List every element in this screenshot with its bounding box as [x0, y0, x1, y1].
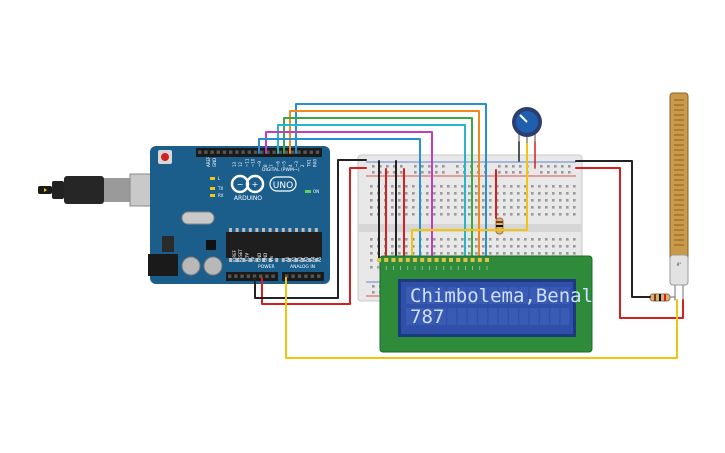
analog-pin-label: A2: [298, 256, 303, 262]
analog-header: [282, 272, 324, 281]
power-pin-label: Vin: [269, 255, 274, 262]
potentiometer[interactable]: [512, 107, 542, 144]
power-label: POWER: [258, 264, 275, 270]
wire-purple-d12: [265, 131, 433, 259]
atmega-chip: [226, 232, 322, 258]
lcd-line-1: Chimbolema,Benal: [410, 285, 593, 307]
power-pin-label: 5V: [251, 256, 256, 262]
digital-pin-label: 7: [269, 164, 274, 167]
arduino-uno-board[interactable]: − + ARDUINO UNO DIGITAL (PWM~) L TX RX O…: [148, 146, 330, 284]
digital-pin-label: RX0: [313, 158, 318, 167]
wire-red-5v: [261, 167, 367, 305]
wire-green-d5: [283, 117, 473, 259]
digital-pin-label: ~3: [294, 161, 299, 167]
power-pin-label: IOREF: [232, 249, 237, 262]
power-pin-label: GND: [257, 253, 262, 262]
digital-pin-label: 12: [238, 161, 243, 167]
l-led-label: L: [218, 176, 221, 181]
analog-in-label: ANALOG IN: [290, 264, 315, 270]
wire-blue-d7: [295, 103, 487, 259]
resistor-backlight: [495, 217, 504, 235]
digital-pin-label: ~5: [282, 161, 287, 167]
l-led: [210, 177, 215, 180]
digital-pin-label: 2: [300, 164, 305, 167]
arduino-brand-label: ARDUINO: [234, 195, 263, 202]
analog-pin-label: A4: [311, 256, 316, 262]
usb-cable: [38, 173, 165, 207]
power-pin-label: RESET: [238, 249, 243, 262]
header-pin-label: AREF: [206, 156, 211, 167]
lcd-16x2-module[interactable]: Chimbolema,Benal 787: [377, 255, 593, 353]
arduino-model-label: UNO: [273, 181, 293, 191]
digital-pin-label: ~10: [251, 158, 256, 167]
digital-pin-label: ~11: [244, 158, 249, 167]
wire-resistor-flex: [669, 296, 676, 301]
analog-pin-label: A1: [291, 256, 296, 262]
arduino-logo: − +: [230, 174, 265, 194]
digital-pin-label: 4: [288, 164, 293, 167]
digital-pin-label: TX1: [306, 159, 311, 168]
wire-yellow-contrast: [411, 143, 528, 259]
wire-black-flex: [575, 160, 651, 298]
wire-blue-d11: [258, 138, 421, 259]
analog-pin-label: A3: [304, 256, 309, 262]
digital-pin-label: 13: [232, 161, 237, 167]
digital-pin-label: 8: [263, 164, 268, 167]
svg-text:−: −: [237, 180, 244, 189]
tx-led: [210, 187, 215, 190]
tx-led-label: TX: [217, 186, 223, 191]
svg-text:θ°: θ°: [677, 262, 681, 267]
rx-led: [210, 194, 215, 197]
power-pin-label: 3.3V: [244, 253, 249, 262]
uno-badge: UNO: [269, 176, 297, 192]
digital-pwm-label: DIGITAL (PWM~): [262, 167, 300, 173]
resistor-pulldown: [649, 293, 671, 302]
wire-black-gnd: [254, 159, 367, 299]
wire-red-flex: [575, 167, 684, 319]
lcd-line-2: 787: [410, 306, 444, 328]
power-jack: [148, 254, 178, 276]
on-led: [305, 190, 311, 193]
header-pin-label: GND: [212, 158, 217, 167]
wire-yellow-a0: [285, 277, 678, 359]
rx-led-label: RX: [218, 193, 224, 198]
wires: [254, 103, 684, 359]
svg-text:+: +: [252, 180, 259, 189]
digital-pin-label: ~9: [257, 161, 262, 167]
on-led-label: ON: [313, 189, 319, 194]
flex-sensor[interactable]: θ°: [669, 92, 689, 300]
analog-pin-label: A5: [317, 256, 322, 262]
power-pin-label: GND: [263, 253, 268, 262]
analog-pin-label: A0: [285, 256, 290, 262]
digital-pin-label: ~6: [275, 161, 280, 167]
power-header: [226, 272, 278, 281]
